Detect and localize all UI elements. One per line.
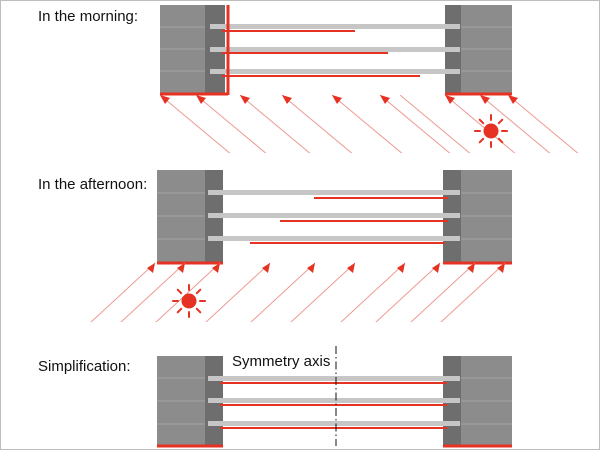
panel-simplification <box>157 346 512 448</box>
ray-arrowheads-afternoon <box>147 263 505 273</box>
glass-panes <box>208 190 460 241</box>
sun-rays-afternoon <box>90 262 506 322</box>
panel-afternoon <box>90 170 512 322</box>
label-afternoon: In the afternoon: <box>38 176 148 193</box>
sun-rays-morning <box>159 95 579 153</box>
glass-panes <box>210 24 460 74</box>
glass-panes <box>208 376 460 426</box>
panel-morning <box>159 5 579 153</box>
heated-surfaces <box>157 382 512 448</box>
ray-arrowheads-morning <box>160 95 518 104</box>
symmetry-axis-label: Symmetry axis <box>232 353 331 370</box>
sun-icon <box>474 114 508 148</box>
sun-icon <box>172 284 206 318</box>
heated-surfaces <box>160 5 512 96</box>
heated-surfaces <box>157 197 512 265</box>
label-morning: In the morning: <box>38 8 139 25</box>
label-simplification: Simplification: <box>38 358 131 375</box>
